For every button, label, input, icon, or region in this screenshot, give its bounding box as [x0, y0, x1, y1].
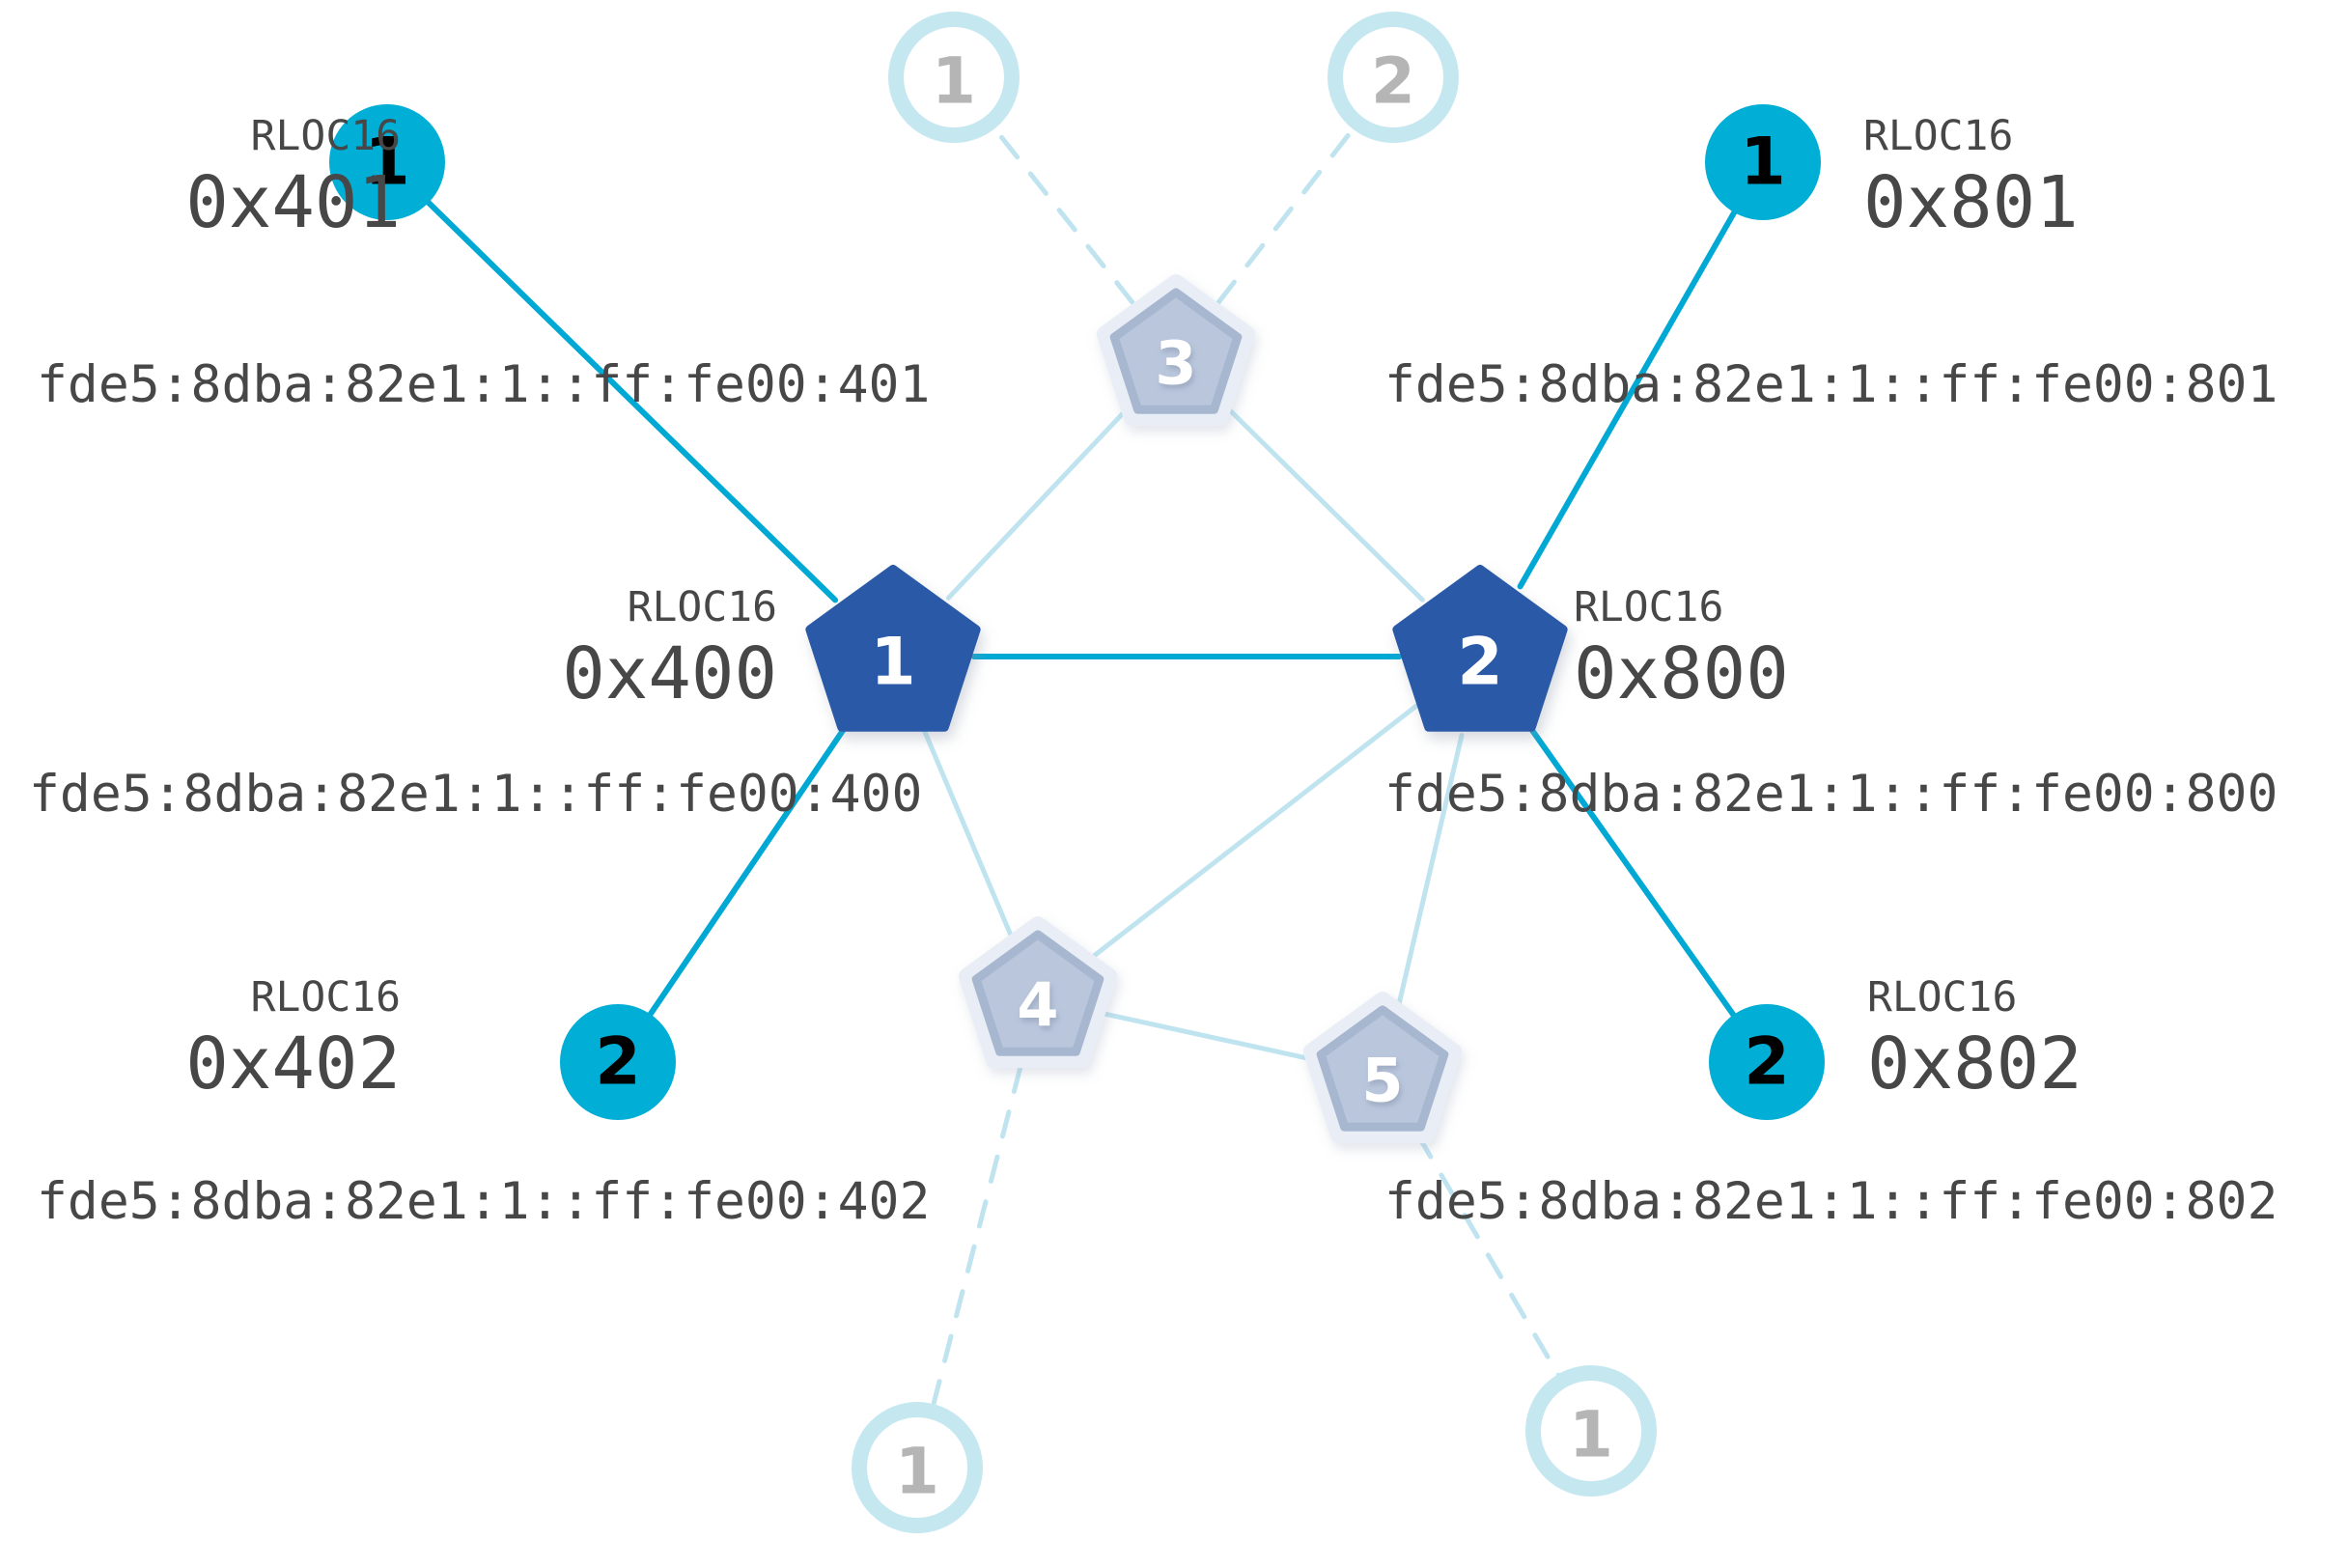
ipv6-address-child-801: fde5:8dba:82e1:1::ff:fe00:801 — [1384, 355, 2278, 414]
node-detached-bottom-2[interactable]: 1 — [1525, 1365, 1657, 1497]
link-router-4-to-detached-bottom-1 — [930, 1064, 1023, 1412]
node-router-4[interactable]: 4 — [958, 916, 1118, 1069]
node-child-801[interactable]: 1 — [1705, 104, 1821, 220]
child-node-circle[interactable] — [1709, 1004, 1825, 1120]
node-router-800[interactable]: 2 — [1392, 565, 1568, 732]
ipv6-address-child-802: fde5:8dba:82e1:1::ff:fe00:802 — [1384, 1172, 2278, 1231]
ipv6-address-child-402: fde5:8dba:82e1:1::ff:fe00:402 — [37, 1172, 931, 1231]
detached-child-circle[interactable] — [1525, 1365, 1657, 1497]
node-badge-number: 1 — [870, 625, 915, 701]
node-router-5[interactable]: 5 — [1302, 992, 1463, 1144]
node-badge-number: 1 — [932, 44, 976, 119]
node-label-router-800: RLOC16 0x800 — [1574, 583, 1979, 715]
node-label-child-801: RLOC16 0x801 — [1863, 112, 2269, 244]
node-badge-number: 1 — [895, 1435, 939, 1509]
rloc16-value-child-401: 0x401 — [185, 161, 401, 244]
ipv6-address-router-800: fde5:8dba:82e1:1::ff:fe00:800 — [1384, 765, 2278, 824]
link-router-800-to-router-4 — [1090, 703, 1419, 960]
detached-child-circle[interactable] — [852, 1402, 983, 1533]
node-label-child-402: RLOC16 0x402 — [145, 973, 401, 1106]
node-badge-number: 1 — [364, 125, 409, 201]
child-node-circle[interactable] — [1705, 104, 1821, 220]
rloc16-value-router-800: 0x800 — [1574, 632, 1789, 715]
node-badge-number: 3 — [1155, 328, 1196, 399]
rloc16-caption-child-801: RLOC16 — [1863, 112, 2014, 160]
node-badge-number: 2 — [595, 1024, 640, 1101]
rloc16-caption-router-800: RLOC16 — [1574, 583, 1724, 631]
node-label-child-401: RLOC16 0x401 — [145, 112, 401, 244]
ipv6-address-router-400: fde5:8dba:82e1:1::ff:fe00:400 — [29, 765, 923, 824]
router-node-pentagon-gray[interactable] — [1316, 1005, 1449, 1132]
link-router-4-to-router-5 — [1104, 1011, 1317, 1063]
link-child-402-to-router-400 — [645, 720, 852, 1021]
rloc16-caption-router-400: RLOC16 — [627, 583, 777, 631]
node-badge-number: 5 — [1361, 1046, 1403, 1116]
detached-child-circle[interactable] — [1328, 12, 1459, 143]
node-badge-number: 2 — [1371, 44, 1415, 119]
node-badge-number: 1 — [1740, 125, 1785, 201]
link-router-3-to-detached-top-1 — [989, 123, 1135, 305]
rloc16-value-child-801: 0x801 — [1863, 161, 2079, 244]
router-node-pentagon-gray[interactable] — [971, 930, 1104, 1056]
rloc16-caption-child-802: RLOC16 — [1867, 973, 2018, 1022]
detached-child-circle[interactable] — [888, 12, 1020, 143]
node-detached-top-2[interactable]: 2 — [1328, 12, 1459, 143]
link-router-400-to-router-3 — [945, 406, 1131, 601]
node-label-child-802: RLOC16 0x802 — [1867, 973, 2273, 1106]
ipv6-address-child-401: fde5:8dba:82e1:1::ff:fe00:401 — [37, 355, 931, 414]
child-node-circle[interactable] — [329, 104, 445, 220]
link-router-400-to-router-4 — [922, 728, 1014, 938]
link-child-801-to-router-800 — [1517, 206, 1740, 590]
link-child-802-to-router-800 — [1523, 719, 1739, 1022]
link-router-800-to-router-3 — [1223, 404, 1425, 602]
link-router-3-to-detached-top-2 — [1216, 123, 1358, 305]
link-router-5-to-detached-bottom-2 — [1415, 1133, 1563, 1381]
router-node-pentagon[interactable] — [1392, 565, 1568, 732]
rloc16-caption-child-401: RLOC16 — [250, 112, 401, 160]
node-badge-number: 2 — [1744, 1024, 1789, 1101]
router-node-pentagon-gray[interactable] — [1109, 288, 1243, 414]
node-router-400[interactable]: 1 — [805, 565, 981, 732]
nodes-layer: 1 1 2 2 1 2 3 4 5 1 2 1 1 — [329, 12, 1825, 1533]
rloc16-value-child-802: 0x802 — [1867, 1022, 2082, 1106]
links-layer — [422, 123, 1740, 1412]
node-child-401[interactable]: 1 — [329, 104, 445, 220]
node-badge-number: 4 — [1017, 970, 1058, 1041]
node-label-router-400: RLOC16 0x400 — [521, 583, 777, 715]
node-child-802[interactable]: 2 — [1709, 1004, 1825, 1120]
rloc16-caption-child-402: RLOC16 — [250, 973, 401, 1022]
node-badge-number: 1 — [1569, 1398, 1613, 1472]
rloc16-value-router-400: 0x400 — [562, 632, 777, 715]
child-node-circle[interactable] — [560, 1004, 676, 1120]
router-node-pentagon[interactable] — [805, 565, 981, 732]
link-child-401-to-router-400 — [422, 196, 839, 603]
link-router-800-to-router-5 — [1395, 733, 1465, 1009]
rloc16-value-child-402: 0x402 — [185, 1022, 401, 1106]
node-detached-top-1[interactable]: 1 — [888, 12, 1020, 143]
node-router-3[interactable]: 3 — [1096, 274, 1256, 427]
node-badge-number: 2 — [1457, 625, 1502, 701]
node-child-402[interactable]: 2 — [560, 1004, 676, 1120]
node-detached-bottom-1[interactable]: 1 — [852, 1402, 983, 1533]
